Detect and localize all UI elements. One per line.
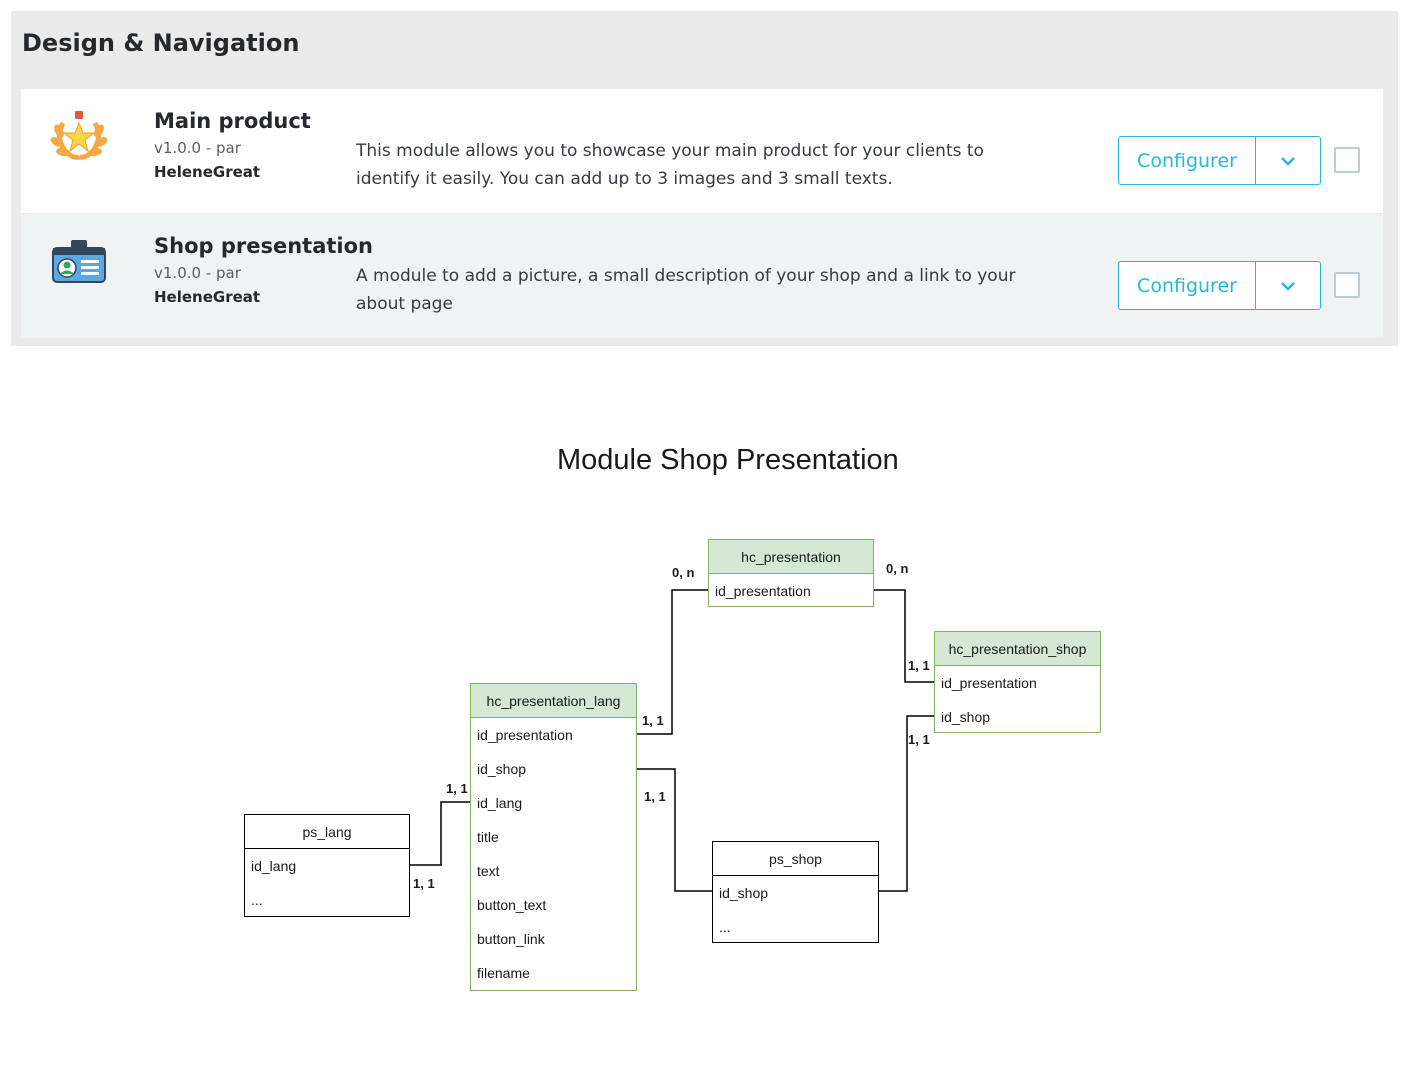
module-name: Shop presentation: [154, 234, 373, 258]
panel-title: Design & Navigation: [22, 29, 300, 57]
entity-header: ps_shop: [713, 842, 878, 876]
entity-field: id_presentation: [941, 675, 1037, 691]
entity-hc-presentation-shop: hc_presentation_shop id_presentation id_…: [934, 631, 1101, 733]
configure-button[interactable]: Configurer: [1119, 262, 1256, 309]
laurel-star-icon: [49, 109, 109, 165]
cardinality-label: 1, 1: [908, 658, 930, 673]
module-panel: Design & Navigation Main product v1.0.0 …: [11, 11, 1398, 346]
entity-ps-shop: ps_shop id_shop ...: [712, 841, 879, 943]
entity-field: button_text: [477, 897, 547, 913]
id-card-icon: [49, 234, 109, 290]
module-author: HeleneGreat: [154, 288, 261, 306]
entity-hc-presentation: hc_presentation id_presentation: [708, 539, 874, 607]
dropdown-toggle-button[interactable]: [1256, 262, 1320, 309]
cardinality-label: 1, 1: [908, 732, 930, 747]
cardinality-label: 1, 1: [642, 713, 664, 728]
module-description: This module allows you to showcase your …: [356, 141, 984, 189]
entity-header: hc_presentation: [709, 540, 873, 574]
entity-header: ps_lang: [245, 815, 409, 849]
configure-button-group: Configurer: [1118, 136, 1321, 185]
chevron-down-icon: [1281, 281, 1295, 291]
cardinality-label: 1, 1: [413, 876, 435, 891]
entity-header: hc_presentation_lang: [471, 684, 636, 718]
entity-field: id_presentation: [477, 727, 573, 743]
module-author: HeleneGreat: [154, 163, 261, 181]
chevron-down-icon: [1281, 156, 1295, 166]
entity-field: id_shop: [477, 761, 527, 777]
entity-hc-presentation-lang: hc_presentation_lang id_presentation id_…: [470, 683, 637, 991]
entity-field: id_presentation: [715, 583, 811, 599]
module-version: v1.0.0 - par: [154, 264, 241, 282]
module-checkbox[interactable]: [1334, 147, 1360, 173]
entity-field: text: [477, 863, 500, 879]
entity-field: id_shop: [941, 709, 991, 725]
cardinality-label: 0, n: [672, 565, 695, 580]
entity-field: id_lang: [477, 795, 523, 811]
module-checkbox[interactable]: [1334, 272, 1360, 298]
cardinality-label: 1, 1: [446, 781, 468, 796]
entity-field: id_shop: [719, 885, 769, 901]
configure-button-group: Configurer: [1118, 261, 1321, 310]
cardinality-label: 1, 1: [644, 789, 666, 804]
module-version: v1.0.0 - par: [154, 139, 241, 157]
entity-field: id_lang: [251, 858, 297, 874]
entity-ps-lang: ps_lang id_lang ...: [244, 814, 410, 917]
module-description: A module to add a picture, a small descr…: [356, 266, 1016, 314]
entity-field: title: [477, 829, 499, 845]
entity-field: filename: [477, 965, 530, 981]
module-name: Main product: [154, 109, 311, 133]
diagram-title: Module Shop Presentation: [557, 444, 899, 476]
module-row-main-product: Main product v1.0.0 - par HeleneGreat Th…: [21, 89, 1383, 213]
module-row-shop-presentation: Shop presentation v1.0.0 - par HeleneGre…: [21, 214, 1383, 338]
entity-field: button_link: [477, 931, 545, 947]
entity-field: ...: [719, 919, 731, 935]
cardinality-label: 0, n: [886, 561, 909, 576]
entity-field: ...: [251, 892, 263, 908]
dropdown-toggle-button[interactable]: [1256, 137, 1320, 184]
entity-header: hc_presentation_shop: [935, 632, 1100, 666]
configure-button[interactable]: Configurer: [1119, 137, 1256, 184]
